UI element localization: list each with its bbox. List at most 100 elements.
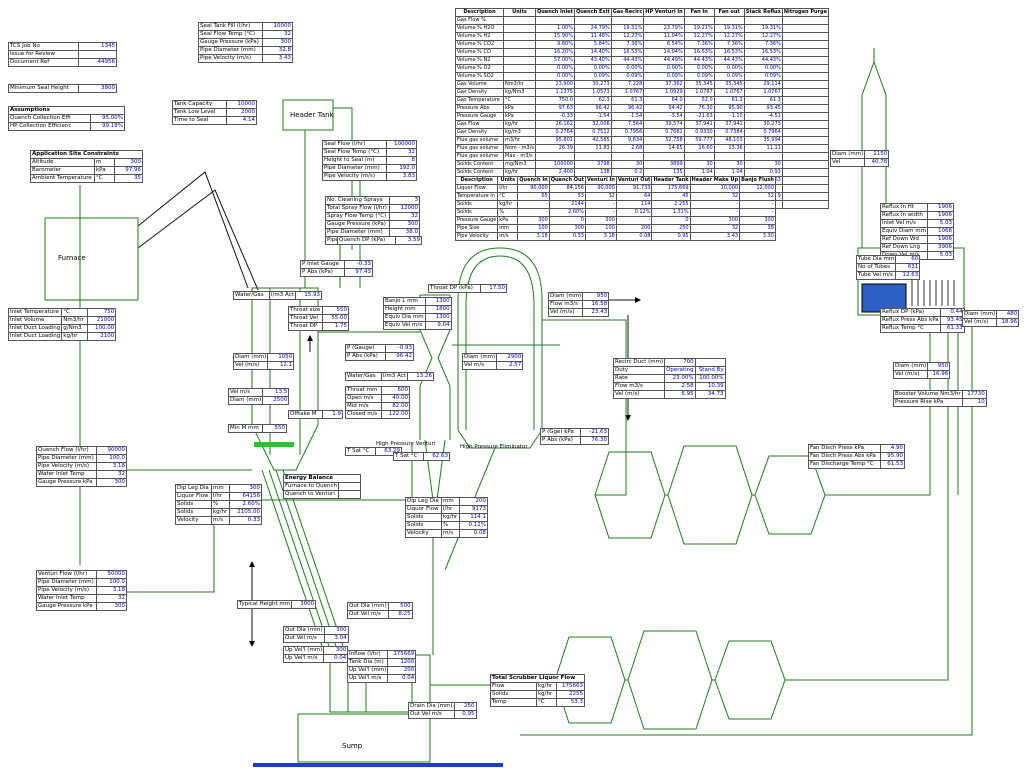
drain-cell: Out Vel m/s (408, 710, 455, 719)
out-dia-1-cell: 8.25 (387, 610, 413, 619)
stack-duct-cell: 40.78 (864, 158, 890, 167)
cleaning-sprays-cell: No. Cleaning Sprays (325, 196, 390, 205)
fin-bank (911, 280, 955, 306)
booster-cell: 17730 (961, 390, 987, 399)
out-dia-2-cell: 3.04 (323, 634, 349, 643)
gas-balance-cell: 95.90 (713, 104, 745, 113)
booster-cell: Booster Volume Nm3/hr (893, 390, 963, 399)
gas-balance-cell: Gas Flow (455, 120, 504, 129)
liquor-balance-cell: Pipe Velocity (454, 232, 499, 241)
tank-inflow-cell: 175669 (387, 650, 417, 659)
quench-flow-cell: 300 (96, 478, 127, 487)
seal-tank-fill-cell: 32 (262, 30, 293, 39)
gas-balance-cell (503, 56, 536, 65)
dip-leg-quench-cell: 64156 (229, 492, 262, 501)
liquor-balance-cell: 91,733 (615, 184, 653, 193)
gas-balance-cell: 11.83 (573, 144, 612, 153)
gas-balance-cell: 0.7512 (573, 128, 612, 137)
gas-balance-cell (781, 64, 829, 73)
gas-balance-cell: 9,634 (610, 136, 645, 145)
liquor-balance-cell: 12,000 (739, 184, 776, 193)
venturi-flow-cell: 50000 (96, 570, 127, 579)
t-sat-quench-cell: 63.29 (375, 447, 402, 456)
quench-throat-cell: Throat Vel (288, 314, 323, 323)
seal-tank-fill-cell: Seal Flow Temp (°C) (198, 30, 263, 39)
cleaning-sprays-cell: 3 (389, 196, 420, 205)
gas-balance-cell: 16.60 (683, 144, 715, 153)
eliminator-outlet-duct-cell: 16.58 (582, 300, 610, 309)
liquor-balance-cell: 2,255 (651, 200, 691, 209)
banjo-cell: 9.04 (424, 321, 452, 330)
gas-balance-cell (781, 200, 829, 209)
seal-flow-cell: 8 (386, 156, 417, 165)
gas-balance-cell: Volume % H2 (455, 32, 504, 41)
liquor-balance-cell: 175,669 (651, 184, 691, 193)
out-dia-2-cell: Out Vel m/s (283, 634, 325, 643)
gas-balance-cell (781, 120, 829, 129)
gas-balance-cell: 42,585 (573, 136, 612, 145)
gas-balance-cell: Flue gas volume (455, 144, 504, 153)
gas-balance-cell: 35,994 (743, 136, 783, 145)
liquor-balance-cell: Solids (454, 208, 499, 217)
gas-balance-cell: 30 (683, 160, 715, 169)
gas-balance-cell: 16.53% (713, 48, 745, 57)
reflux-dp-cell: Reflux Temp °C (880, 324, 941, 333)
eliminator-outlet-duct-cell: 23.43 (582, 308, 610, 317)
gas-balance-cell: 96.42 (573, 104, 612, 113)
quench-flow-cell: Gauge Pressure kPa (36, 478, 97, 487)
gas-balance-cell: 5.84% (573, 40, 612, 49)
gas-balance-cell: Gas Flow % (455, 16, 504, 25)
gas-balance-cell: 3798 (573, 160, 612, 169)
gas-balance-cell: 15.90% (535, 32, 575, 41)
reflux-outlet-duct-cell: 480 (996, 310, 1020, 319)
liquor-balance-cell: % (497, 208, 519, 217)
gas-balance-cell: 44.43% (610, 56, 645, 65)
inlet-conditions-cell: Inlet Duct Loading (7, 332, 63, 341)
gas-balance-cell: 29,114 (743, 80, 783, 89)
site-constraints-cell: Altitude (30, 158, 95, 167)
liquor-balance-cell: 114 (615, 200, 653, 209)
tank-capacity-cell: 10000 (226, 100, 257, 109)
dip-leg-quench-cell: 0.33 (229, 516, 262, 525)
tube-bundle-cell: Tube Dia mm (855, 255, 897, 264)
gas-balance-cell: 1.0573 (573, 88, 612, 97)
dip-leg-quench-cell: 300 (229, 484, 262, 493)
drain-cell: 250 (453, 702, 477, 711)
liquor-balance-cell: Venturi Out (615, 176, 653, 185)
p-gauge-quench-exit-cell: -0.93 (385, 344, 414, 353)
min-m-cell: 550 (262, 424, 287, 433)
liquor-balance-cell: Description (454, 176, 499, 185)
gas-balance-cell: 44.43% (743, 56, 783, 65)
tube-bundle-cell: Tube Vel m/s (855, 271, 897, 280)
dip-leg-eliminator-cell: kg/hr (441, 513, 460, 522)
eliminator-outlet-duct-cell: Diam (mm) (547, 292, 584, 301)
tube-bundle-cell: 60 (895, 255, 921, 264)
hp-eliminator-vessel (457, 247, 543, 449)
out-dia-2-cell: Out Dia (mm) (283, 626, 325, 635)
dip-leg-quench-cell: kg/hr (211, 508, 230, 517)
seal-tank-fill-cell: Seal Tank Fill (l/hr) (198, 22, 263, 31)
reflux-dp-cell: 0.44 (939, 308, 965, 317)
liquor-balance-cell: 0.33 (548, 232, 586, 241)
gas-balance-cell: 97.63 (535, 104, 575, 113)
liquor-balance-cell: Solids (454, 200, 499, 209)
gas-balance-cell: 13.36 (713, 144, 745, 153)
p-hp-eliminator-cell: P (Gge) kPa (540, 428, 581, 437)
furnace-label: Furnace (58, 254, 86, 262)
gas-balance-cell: 44.43% (683, 56, 715, 65)
gas-balance-cell: 7.36% (683, 40, 715, 49)
eliminator-inlet-duct-cell: 2.57 (496, 361, 524, 370)
gas-balance-cell (781, 24, 829, 33)
gas-balance-cell: 1.0767 (713, 88, 745, 97)
seal-tank-fill-cell: 10000 (262, 22, 293, 31)
gas-balance-cell: 12.27% (713, 32, 745, 41)
